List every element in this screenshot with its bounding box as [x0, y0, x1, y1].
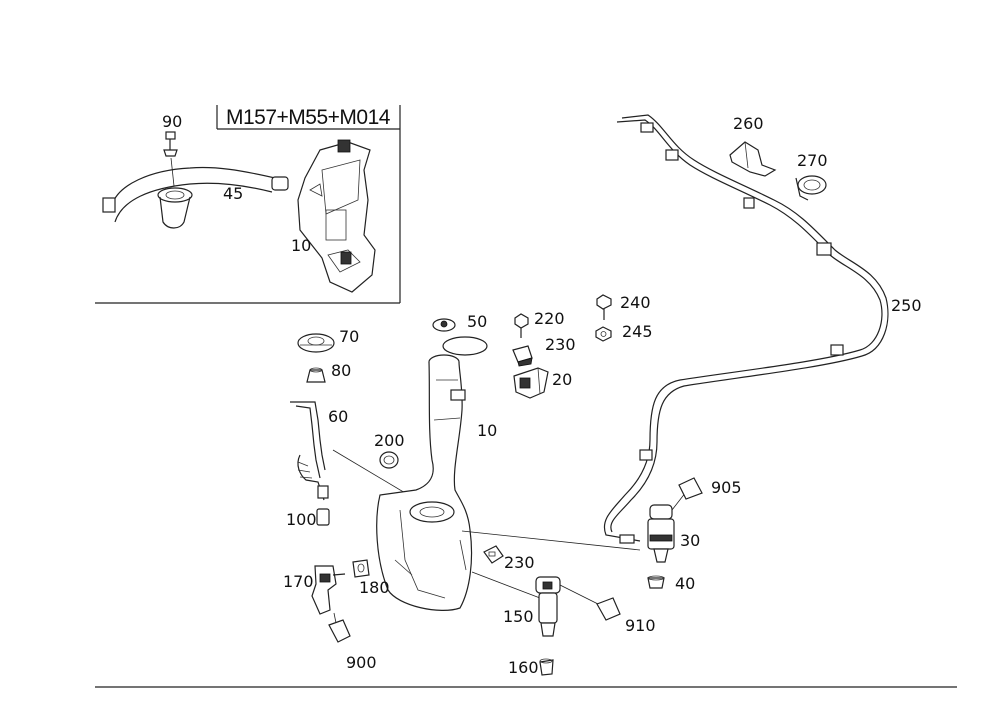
callout-70: 70 [339, 327, 359, 346]
grommet-230-lower [483, 545, 504, 564]
callout-45: 45 [223, 184, 243, 203]
clip-260 [729, 141, 777, 177]
bracket-20 [513, 367, 549, 399]
callout-260: 260 [733, 114, 764, 133]
callout-905: 905 [711, 478, 742, 497]
ring-200 [379, 451, 399, 469]
inset-tank-10 [297, 139, 376, 293]
callout-230-lower: 230 [504, 553, 535, 572]
callout-270: 270 [797, 151, 828, 170]
callout-200: 200 [374, 431, 405, 450]
callout-160: 160 [508, 658, 539, 677]
connector-910 [596, 597, 621, 621]
connector-905 [678, 477, 703, 500]
grommet-40 [647, 575, 665, 589]
callout-245: 245 [622, 322, 653, 341]
callout-90: 90 [162, 112, 182, 131]
callout-250: 250 [891, 296, 922, 315]
screw-220 [514, 313, 529, 338]
seal-100 [316, 508, 330, 526]
callout-900: 900 [346, 653, 377, 672]
grommet-80 [306, 367, 326, 383]
sensor-170 [311, 565, 346, 615]
callout-180: 180 [359, 578, 390, 597]
pump-150 [535, 576, 601, 637]
callout-80: 80 [331, 361, 351, 380]
level-pipe-60 [290, 401, 423, 504]
inset-hose-45 [102, 166, 289, 229]
callout-30: 30 [680, 531, 700, 550]
connector-900 [328, 612, 351, 643]
clip-nut-230-top [512, 345, 533, 367]
inset-bolt-90 [163, 131, 178, 187]
hose-harness-250 [603, 114, 889, 544]
callout-50: 50 [467, 312, 487, 331]
callout-240: 240 [620, 293, 651, 312]
ring-70 [297, 333, 335, 353]
callout-40: 40 [675, 574, 695, 593]
callout-150: 150 [503, 607, 534, 626]
seal-50 [432, 318, 488, 356]
bolt-240 [596, 294, 612, 320]
grommet-180 [352, 559, 370, 578]
callout-10: 10 [291, 236, 311, 255]
callout-10-main: 10 [477, 421, 497, 440]
callout-100: 100 [286, 510, 317, 529]
grommet-160 [539, 658, 554, 676]
callout-60: 60 [328, 407, 348, 426]
callout-910: 910 [625, 616, 656, 635]
washer-tank-10 [376, 354, 641, 611]
pump-30 [647, 491, 687, 563]
variant-title: M157+M55+M014 [226, 106, 391, 129]
callout-20: 20 [552, 370, 572, 389]
clip-270 [795, 175, 827, 201]
inset-frame [95, 105, 401, 304]
callout-170: 170 [283, 572, 314, 591]
washer-245 [595, 326, 612, 342]
callout-230-top: 230 [545, 335, 576, 354]
callout-220: 220 [534, 309, 565, 328]
